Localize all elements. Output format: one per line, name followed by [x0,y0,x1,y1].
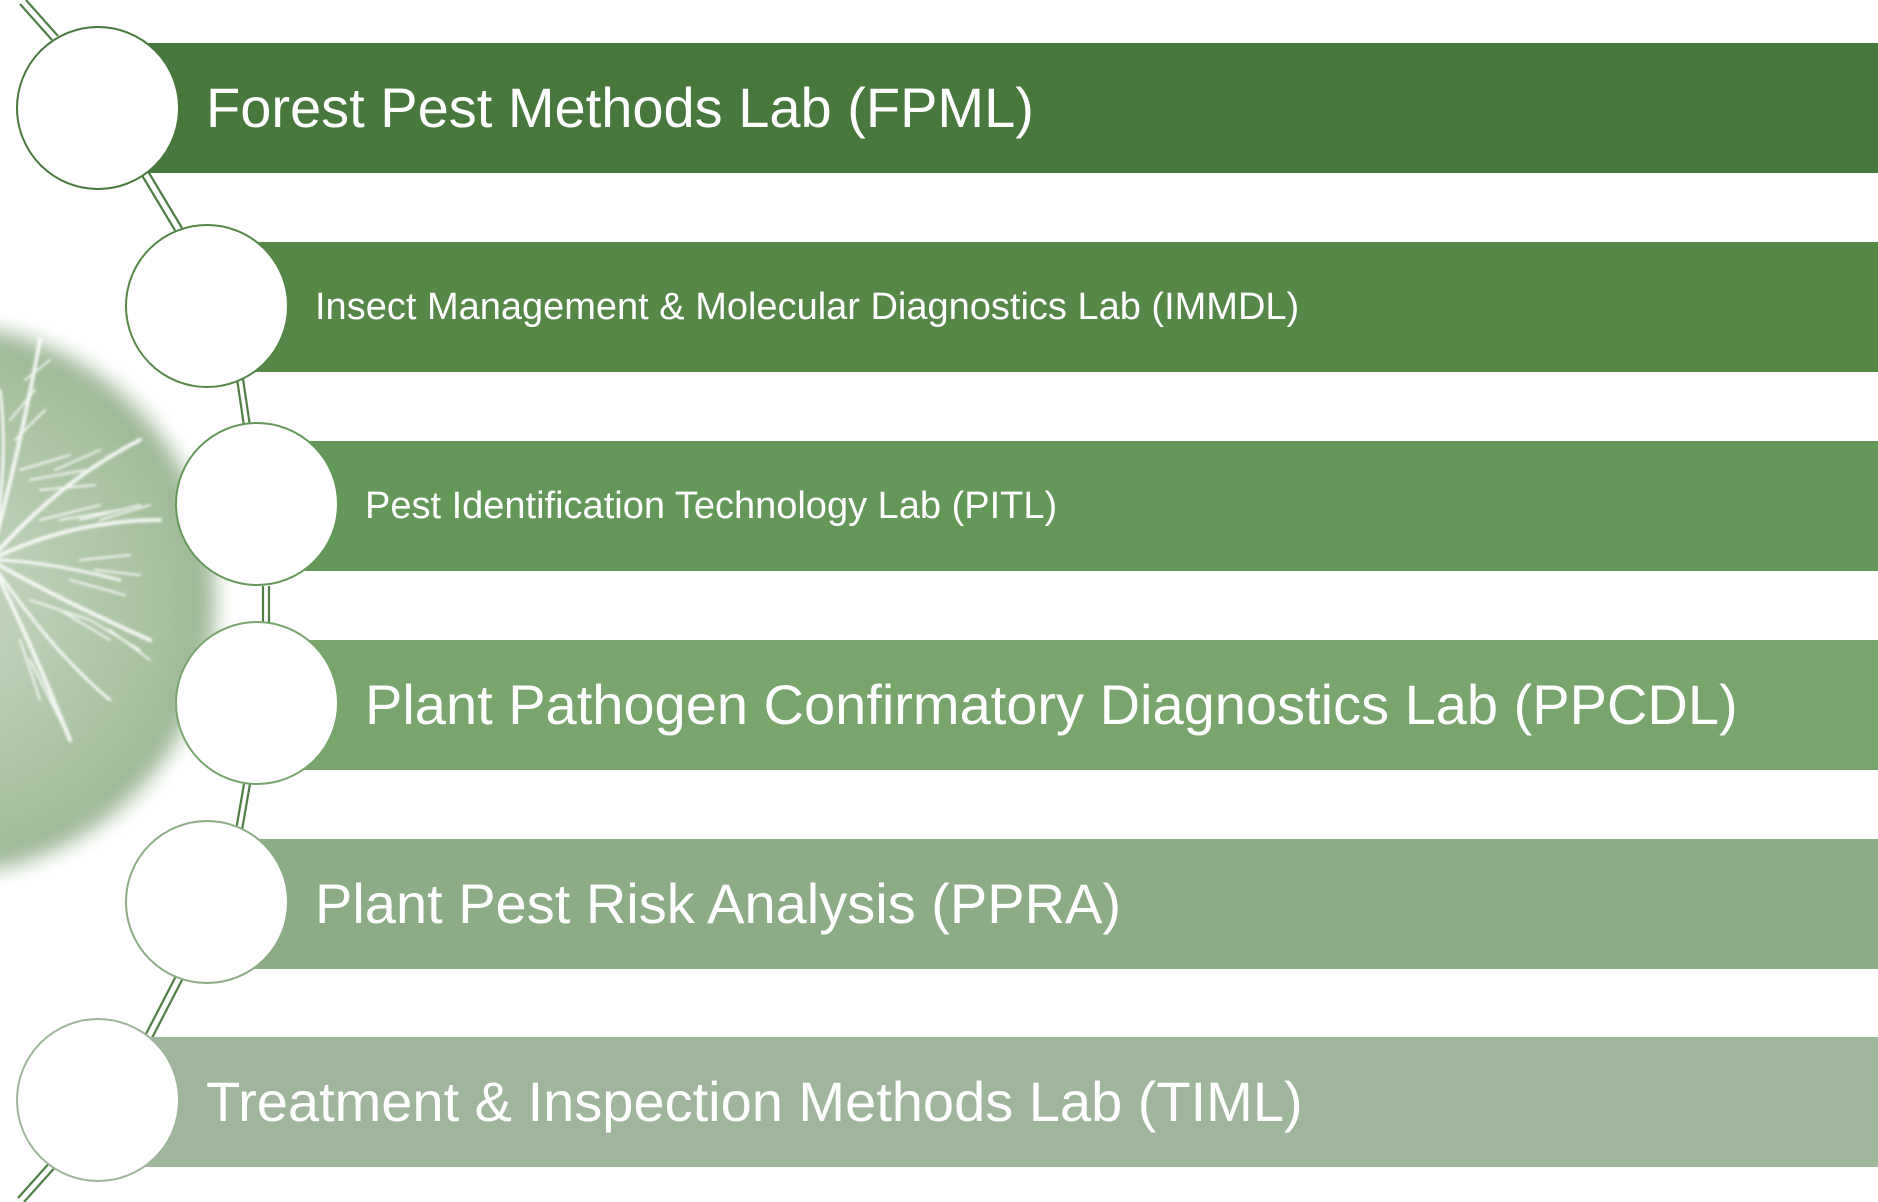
bullet-circle [175,621,339,785]
lab-label: Plant Pathogen Confirmatory Diagnostics … [365,673,1738,736]
lab-bar: Insect Management & Molecular Diagnostic… [207,242,1878,372]
lab-label: Treatment & Inspection Methods Lab (TIML… [206,1070,1303,1133]
lab-label: Plant Pest Risk Analysis (PPRA) [315,872,1122,935]
lab-bar: Plant Pathogen Confirmatory Diagnostics … [257,640,1878,770]
bullet-circle [125,224,289,388]
bullet-circle [16,1018,180,1182]
lab-label: Insect Management & Molecular Diagnostic… [315,286,1300,328]
bullet-circle [175,422,339,586]
lab-label: Forest Pest Methods Lab (FPML) [206,76,1034,139]
lab-bar: Pest Identification Technology Lab (PITL… [257,441,1878,571]
lab-label: Pest Identification Technology Lab (PITL… [365,485,1058,527]
bullet-circle [125,820,289,984]
lab-bar: Forest Pest Methods Lab (FPML) [98,43,1878,173]
lab-bar: Plant Pest Risk Analysis (PPRA) [207,839,1878,969]
bullet-circle [16,26,180,190]
lab-bar: Treatment & Inspection Methods Lab (TIML… [98,1037,1878,1167]
